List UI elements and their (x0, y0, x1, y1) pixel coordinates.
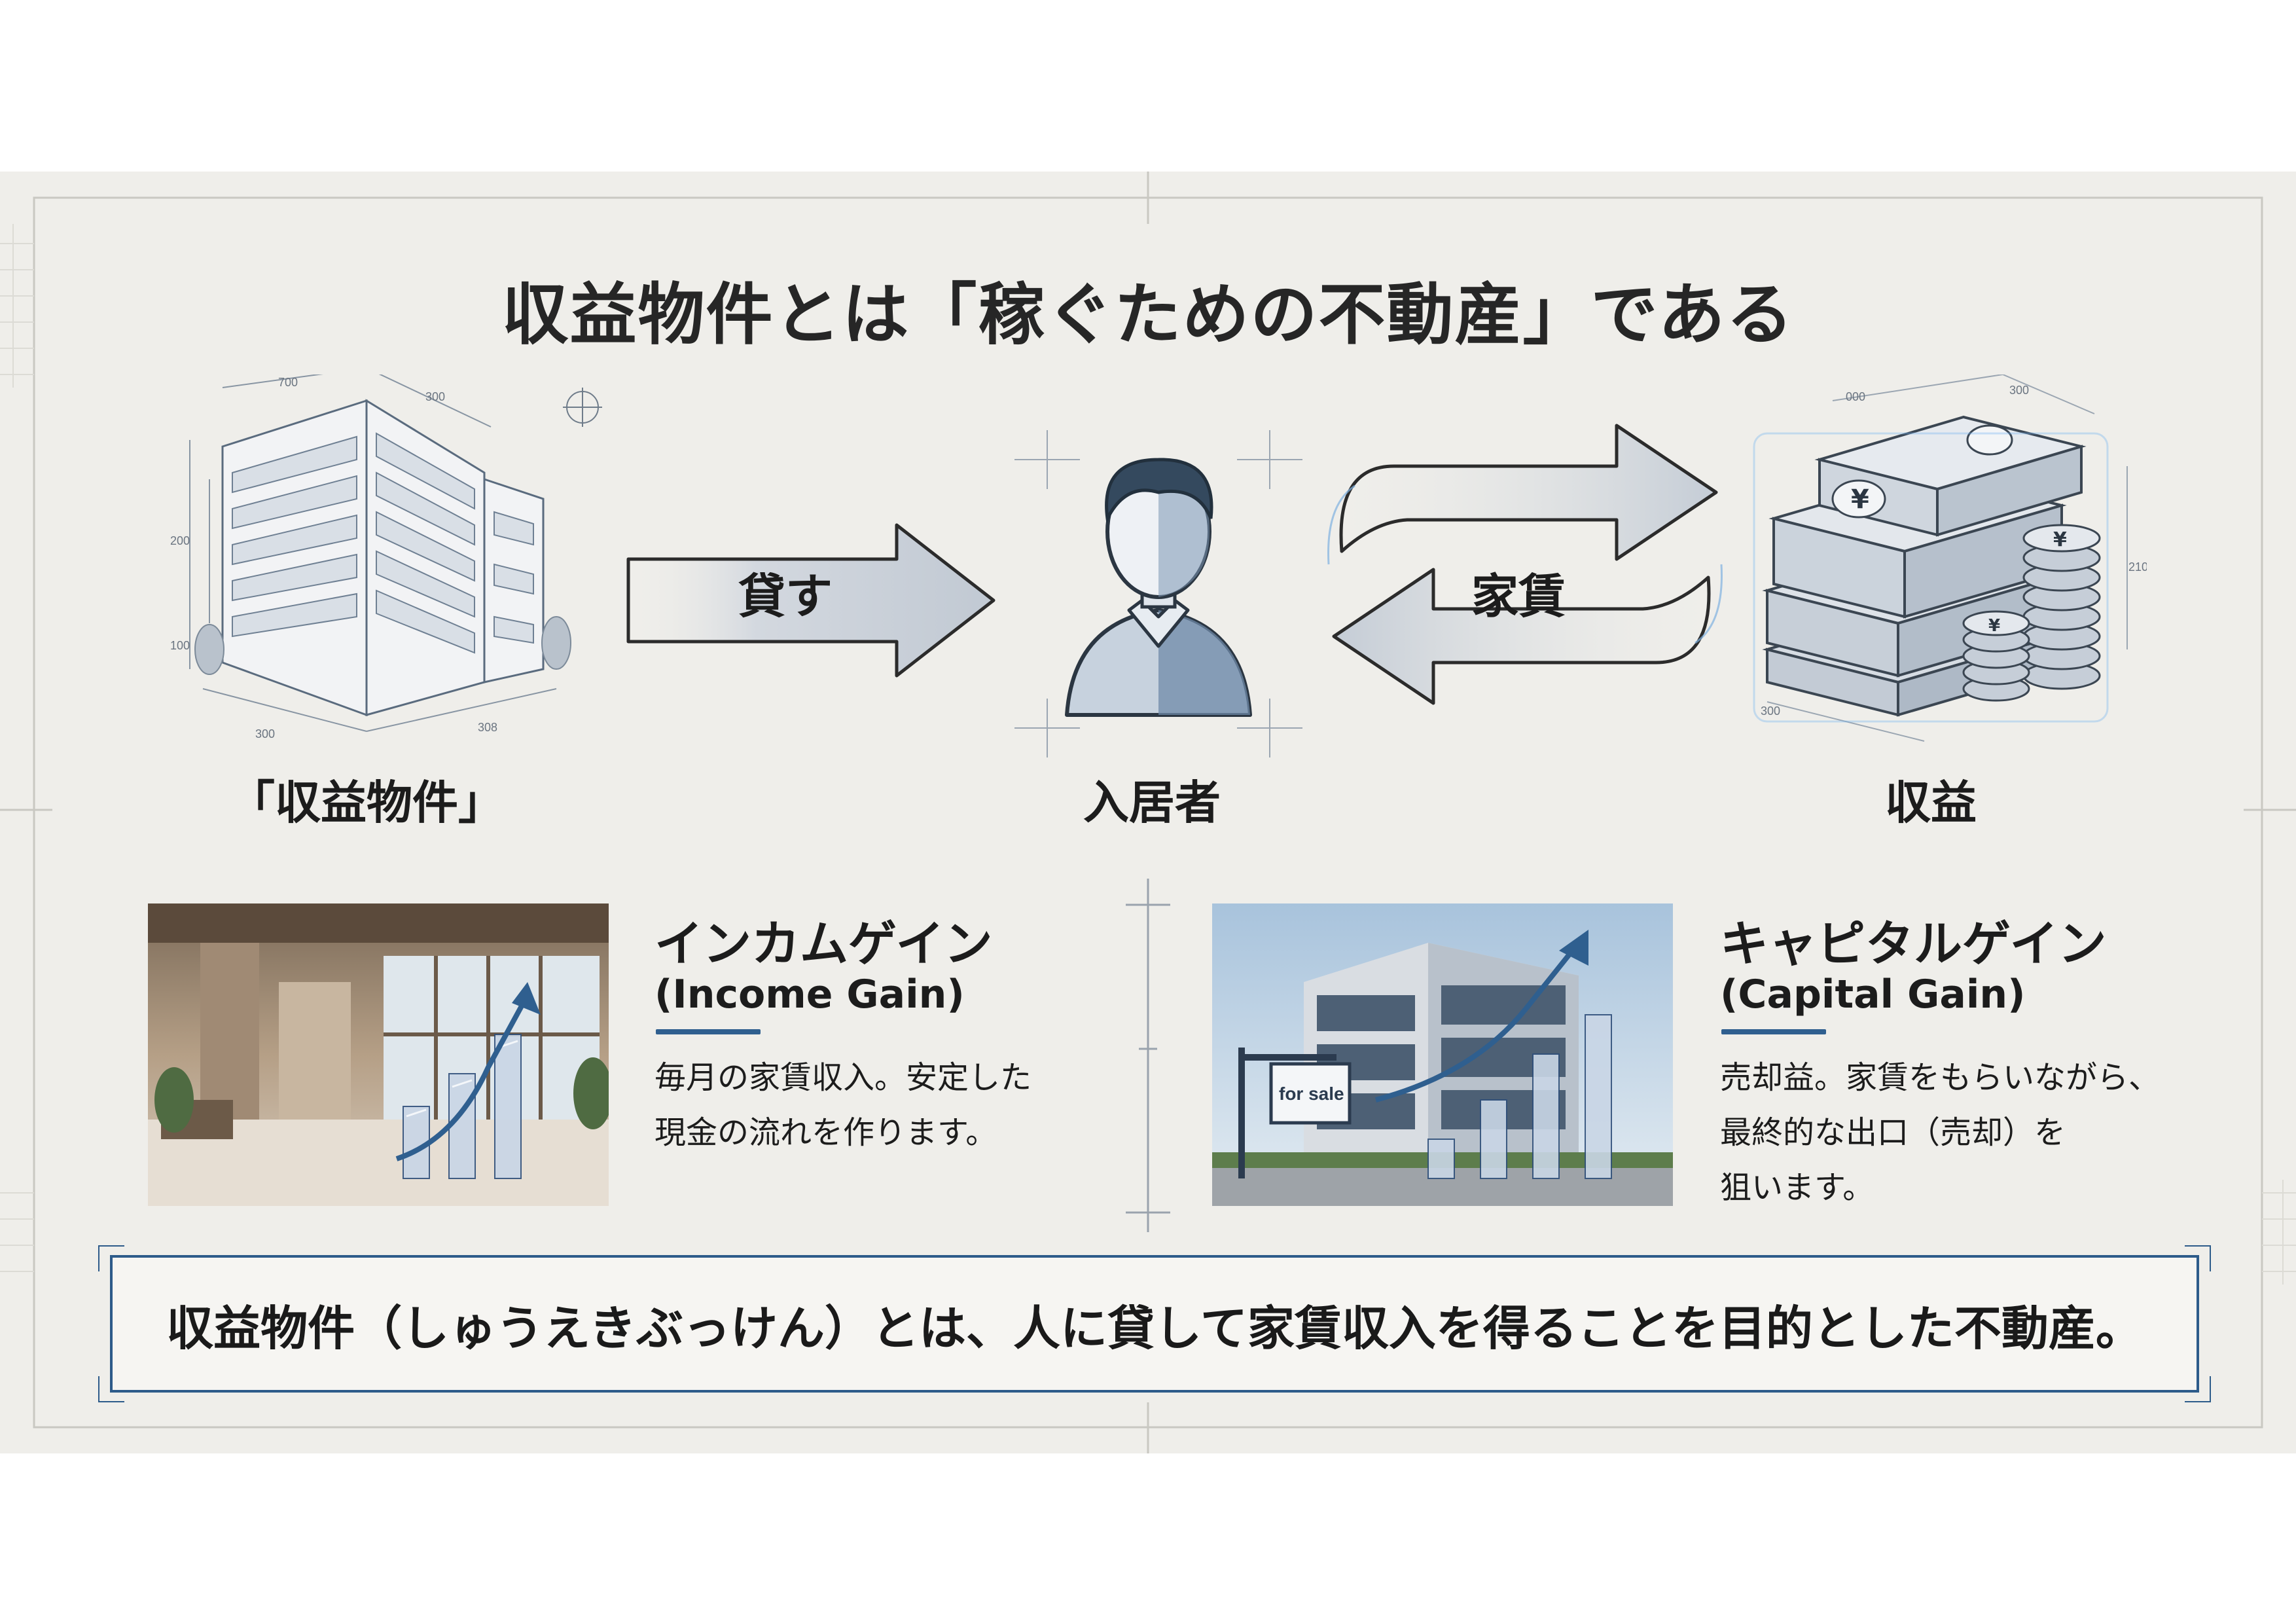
income-label: 収益 (1885, 776, 1977, 830)
page-title: 収益物件とは「稼ぐための不動産」である (501, 276, 1795, 354)
for-sale-sign: for sale (1279, 1084, 1344, 1104)
dim-label: 300 (425, 390, 445, 403)
lend-label: 貸す (738, 569, 833, 624)
blueprint-grid (0, 172, 2296, 1453)
tenant-label: 入居者 (1083, 776, 1221, 830)
dim-label: 300 (2009, 384, 2029, 397)
dim-label: 700 (278, 376, 298, 389)
dim-label: 308 (478, 721, 497, 734)
income-gain-description: 毎月の家賃収入。安定した 現金の流れを作ります。 (655, 1059, 1032, 1151)
person-icon (1014, 430, 1302, 757)
dim-label: 300 (255, 727, 275, 740)
rent-label: 家賃 (1471, 569, 1566, 624)
capital-gain-title-en: (Capital Gain) (1720, 972, 2026, 1017)
definition-box-frame (98, 1245, 2211, 1402)
income-gain-title-en: (Income Gain) (655, 972, 965, 1017)
office-building-photo: for sale (1212, 903, 1673, 1206)
definition-text: 収益物件（しゅうえきぶっけん）とは、人に貸して家賃収入を得ることを目的とした不動… (166, 1300, 2143, 1356)
lend-arrow-icon (626, 523, 996, 678)
yen-symbol: ¥ (1988, 616, 2000, 636)
money-stack-icon: 000 300 210 300 ¥ (1753, 374, 2147, 742)
capital-gain-title: キャピタルゲイン (1720, 916, 2107, 972)
dim-label: 000 (1846, 390, 1865, 403)
capital-gain-underline (1721, 1029, 1826, 1034)
dim-label: 200 (170, 534, 190, 547)
slide: 収益物件とは「稼ぐための不動産」である (0, 172, 2296, 1453)
dim-label: 100 (170, 639, 190, 652)
yen-symbol: ¥ (2053, 528, 2067, 551)
definition-box: 収益物件（しゅうえきぶっけん）とは、人に貸して家賃収入を得ることを目的とした不動… (110, 1255, 2199, 1393)
rent-exchange-arrows-icon (1327, 424, 1723, 705)
yen-symbol: ¥ (1851, 484, 1869, 515)
income-gain-title: インカムゲイン (655, 916, 993, 972)
property-label: 「収益物件」 (229, 776, 504, 830)
apartment-building-icon: 700 300 200 100 300 308 (170, 374, 602, 740)
capital-gain-description: 売却益。家賃をもらいながら、 最終的な出口（売却）を 狙います。 (1720, 1059, 2161, 1206)
income-gain-underline (656, 1029, 761, 1034)
dim-label: 300 (1761, 704, 1780, 718)
lobby-photo (148, 903, 609, 1206)
dim-label: 210 (2128, 560, 2147, 574)
